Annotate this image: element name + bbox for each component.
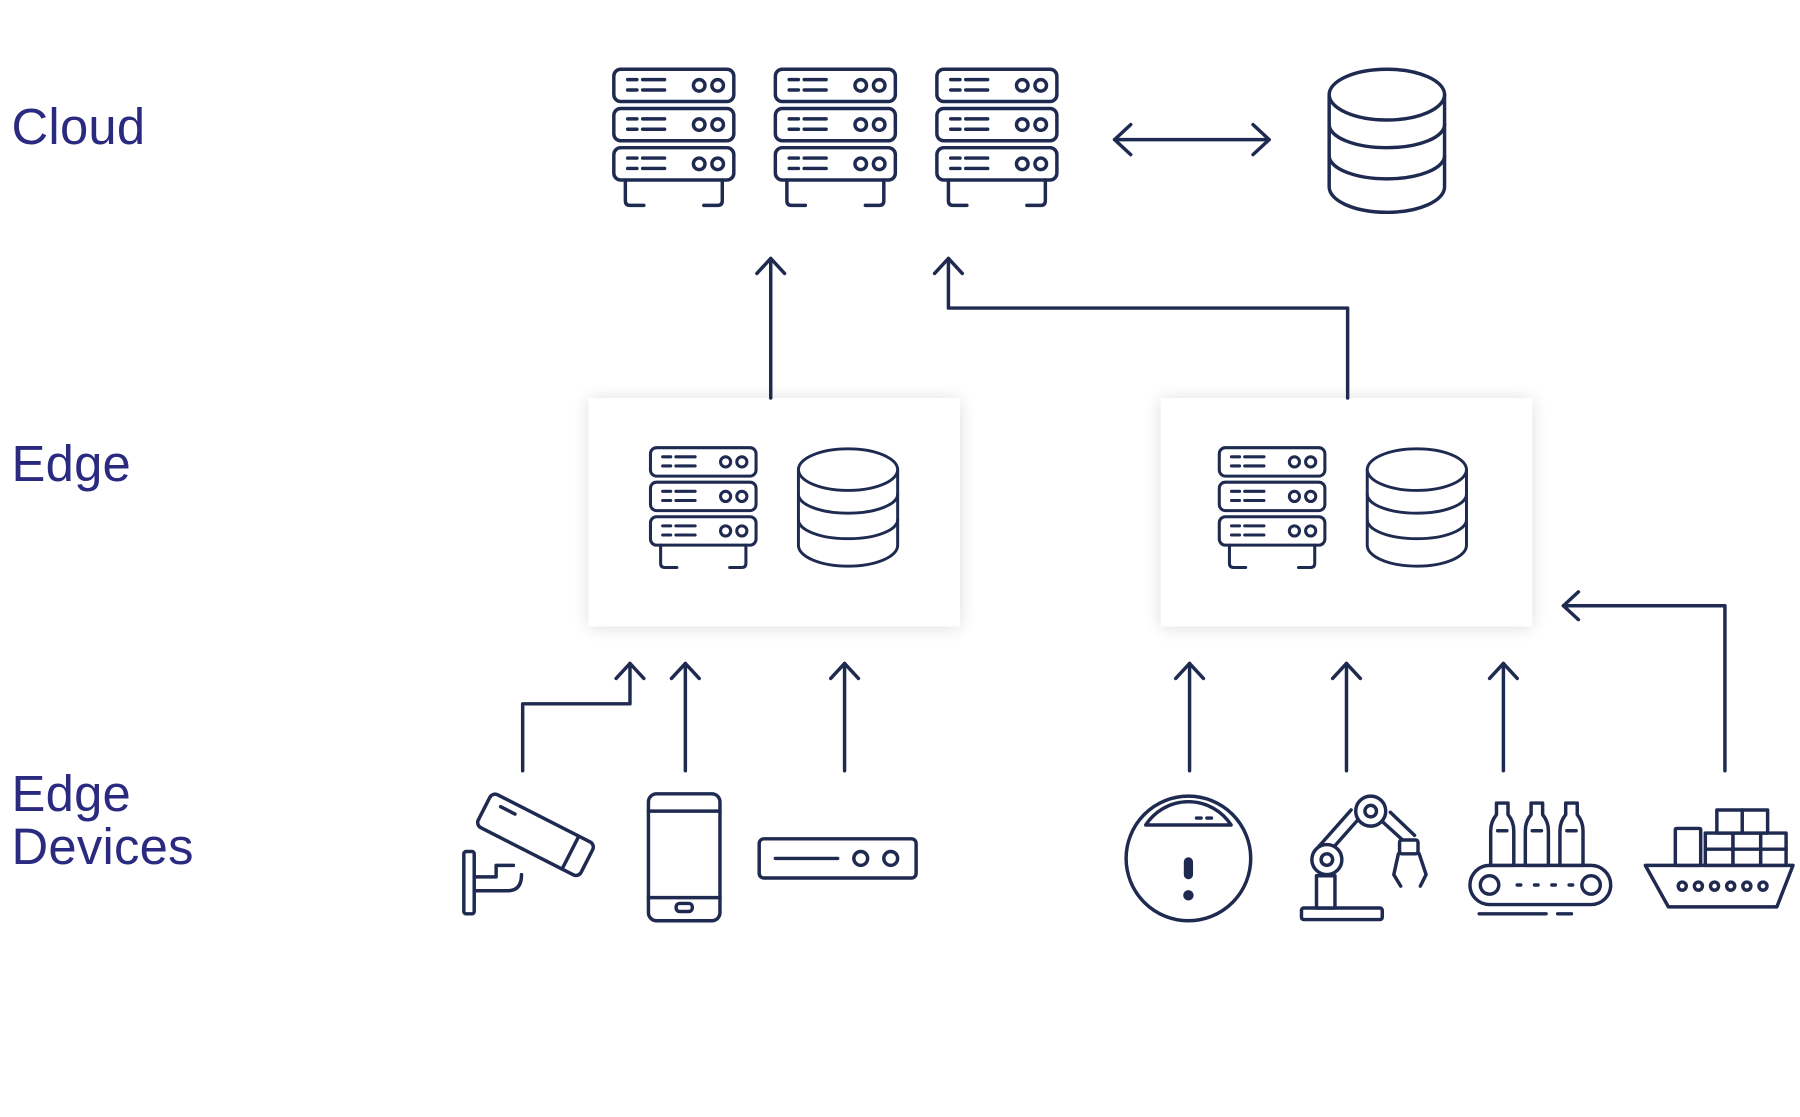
cargo-ship-icon [1643, 808, 1795, 909]
tier-label-edge-devices: Edge Devices [12, 768, 194, 875]
device-to-edge-arrow [1487, 661, 1519, 773]
robot-vacuum-icon [1124, 794, 1253, 923]
server-rack-icon [775, 69, 895, 205]
edge-node-box [1160, 398, 1533, 627]
edge-to-cloud-arrow [932, 256, 1350, 400]
database-icon [1327, 67, 1447, 215]
conveyor-belt-icon [1468, 801, 1613, 916]
server-rack-icon [650, 448, 756, 568]
tier-label-edge: Edge [11, 436, 132, 493]
device-to-edge-arrow [669, 661, 701, 773]
security-camera-icon [462, 792, 596, 916]
device-to-edge-arrow [1561, 590, 1727, 773]
robotic-arm-icon [1299, 794, 1428, 922]
tier-label-edge-devices-line2: Devices [11, 819, 194, 876]
edge-to-cloud-arrow [755, 256, 787, 400]
tier-label-edge-devices-line1: Edge [11, 766, 132, 823]
device-to-edge-arrow [1173, 661, 1206, 773]
cloud-server-group [614, 69, 1057, 205]
server-rack-icon [937, 69, 1057, 205]
device-to-edge-arrow [829, 661, 861, 773]
smartphone-icon [646, 792, 722, 923]
device-to-edge-arrow [1330, 661, 1363, 773]
server-rack-icon [614, 69, 734, 205]
network-device-icon [757, 837, 918, 880]
database-icon [796, 447, 900, 568]
bidirectional-arrow-icon [1112, 122, 1271, 157]
tier-label-cloud: Cloud [11, 99, 146, 156]
architecture-diagram [462, 67, 1795, 923]
server-rack-icon [1219, 448, 1325, 568]
database-icon [1365, 447, 1468, 568]
device-to-edge-arrow [520, 661, 646, 773]
